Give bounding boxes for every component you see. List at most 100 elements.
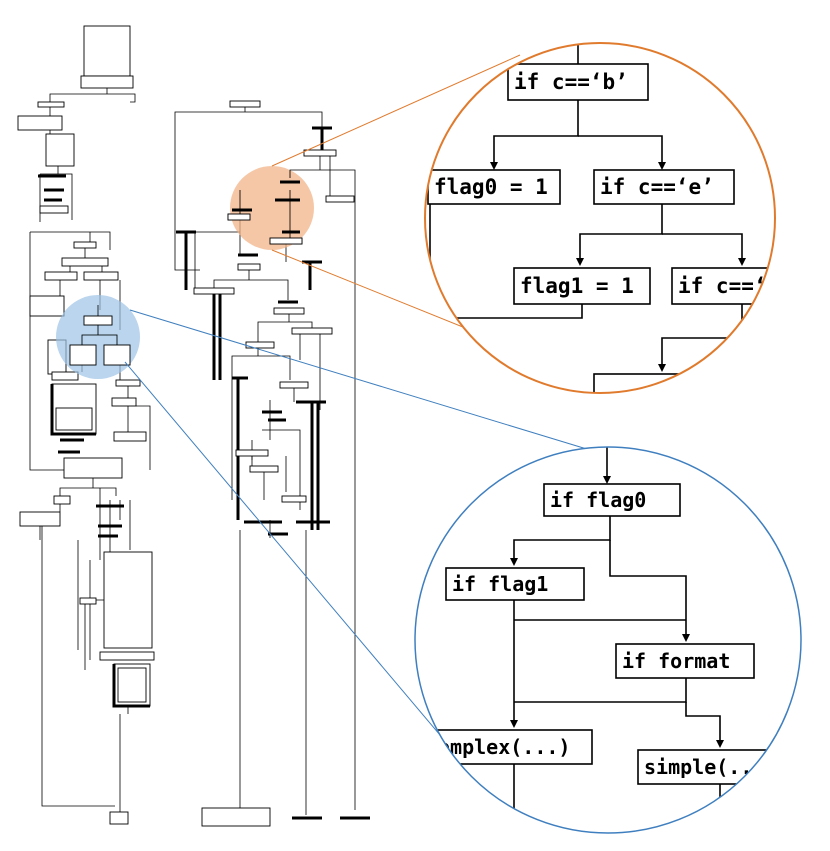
cfg-block bbox=[113, 431, 147, 442]
node-if-flag0-label: if flag0 bbox=[550, 488, 646, 512]
cfg-block bbox=[235, 449, 269, 457]
edge bbox=[576, 204, 663, 266]
cfg-block bbox=[19, 511, 61, 527]
cfg-block bbox=[237, 263, 261, 271]
cfg-block bbox=[17, 115, 63, 131]
orange-zoom-border bbox=[424, 42, 776, 394]
node-ellipsis-label: ... bbox=[600, 382, 638, 406]
node-if-flag0 bbox=[543, 483, 681, 517]
node-flag0-assign-label: flag0 = 1 bbox=[434, 175, 548, 199]
cfg-edge bbox=[39, 504, 115, 807]
orange-zoom-view: if c==‘b’ flag0 = 1 if c==‘e’ flag1 = 1 … bbox=[424, 42, 792, 406]
cfg-edge bbox=[239, 170, 291, 238]
cfg-edge bbox=[251, 388, 301, 460]
node-simple-call-label: simple(... bbox=[644, 755, 764, 779]
cfg-edge bbox=[127, 386, 151, 470]
cfg-block bbox=[73, 241, 97, 249]
node-flag1-assign-label: flag1 = 1 bbox=[520, 274, 634, 298]
cfg-block bbox=[249, 465, 279, 473]
edge bbox=[578, 135, 666, 170]
edge bbox=[685, 702, 724, 748]
cfg-block bbox=[69, 344, 97, 366]
edge bbox=[662, 233, 746, 266]
node-complex-call-label: omplex(...) bbox=[438, 735, 570, 759]
blue-connector bbox=[124, 361, 479, 781]
blue-connector bbox=[129, 309, 591, 451]
cfg-block bbox=[45, 133, 75, 167]
node-if-flag1-label: if flag1 bbox=[452, 572, 548, 596]
cfg-edge bbox=[50, 384, 96, 436]
cfg-block bbox=[99, 651, 155, 661]
blue-zoom-view: if flag0 if flag1 if format omplex(...) … bbox=[414, 446, 802, 834]
cfg-block bbox=[303, 149, 337, 157]
orange-connector bbox=[271, 54, 521, 167]
cfg-block bbox=[44, 271, 78, 281]
cfg-edge bbox=[99, 488, 131, 560]
cfg-block bbox=[55, 407, 93, 431]
cfg-edge bbox=[77, 540, 104, 670]
node-if-c-e bbox=[593, 169, 735, 205]
cfg-edge bbox=[69, 248, 103, 272]
edge bbox=[510, 516, 611, 566]
cfg-edge bbox=[176, 230, 322, 290]
cfg-edge bbox=[213, 270, 289, 300]
cfg-edge bbox=[81, 305, 118, 345]
edge bbox=[430, 304, 583, 319]
cfg-edge bbox=[49, 88, 136, 103]
cfg-block bbox=[53, 495, 71, 505]
cfg-block bbox=[193, 287, 235, 295]
cfg-block bbox=[103, 344, 131, 366]
cfg-edge bbox=[38, 174, 66, 202]
cfg-block bbox=[269, 237, 303, 245]
cfg-edge bbox=[257, 314, 321, 410]
cfg-edge bbox=[244, 520, 330, 536]
cfg-edge bbox=[251, 450, 301, 510]
cfg-block bbox=[325, 195, 355, 203]
cfg-edge bbox=[262, 400, 326, 530]
blue-zoom-border bbox=[414, 446, 802, 834]
cfg-block bbox=[103, 551, 153, 649]
cfg-block bbox=[79, 597, 97, 605]
cfg-edge bbox=[312, 126, 332, 150]
orange-zoom-background bbox=[425, 43, 775, 393]
node-if-c-e-label: if c==‘e’ bbox=[600, 175, 714, 199]
orange-highlight bbox=[230, 166, 314, 250]
cfg-block bbox=[227, 213, 251, 221]
cfg-block bbox=[61, 257, 109, 267]
cfg-edge bbox=[174, 107, 323, 271]
node-if-format-label: if format bbox=[622, 649, 730, 673]
node-if-c-b-label: if c==‘b’ bbox=[514, 70, 628, 94]
cfg-edge bbox=[232, 180, 300, 234]
cfg-edge bbox=[119, 706, 129, 812]
cfg-block bbox=[29, 295, 65, 317]
cfg-block bbox=[117, 667, 147, 703]
cfg-block bbox=[109, 811, 129, 825]
edge bbox=[490, 100, 579, 170]
cfg-block bbox=[39, 205, 69, 214]
cfg-block bbox=[115, 379, 141, 387]
node-if-flag1 bbox=[445, 567, 585, 601]
cfg-block bbox=[229, 100, 261, 108]
cfg-block bbox=[51, 371, 79, 381]
cfg-left bbox=[17, 25, 155, 825]
cfg-block bbox=[273, 307, 305, 315]
node-flag1-assign bbox=[513, 267, 651, 305]
cfg-edge bbox=[112, 664, 150, 708]
cfg-edge bbox=[59, 469, 117, 496]
node-if-c-b bbox=[507, 63, 649, 101]
cfg-block bbox=[291, 327, 333, 335]
cfg-block bbox=[83, 271, 119, 281]
cfg-edge bbox=[58, 438, 84, 454]
cfg-block bbox=[80, 75, 134, 89]
node-flag0-assign bbox=[427, 169, 561, 205]
node-if-format bbox=[615, 643, 755, 679]
highlight-overlays bbox=[69, 170, 303, 366]
cfg-block bbox=[83, 25, 131, 77]
cfg-block bbox=[201, 807, 271, 827]
cfg-edge bbox=[96, 504, 124, 538]
cfg-edge bbox=[239, 520, 307, 815]
cfg-block bbox=[83, 315, 113, 326]
edge bbox=[609, 540, 690, 642]
node-if-c-v-label: if c==‘v’ bbox=[678, 274, 792, 298]
